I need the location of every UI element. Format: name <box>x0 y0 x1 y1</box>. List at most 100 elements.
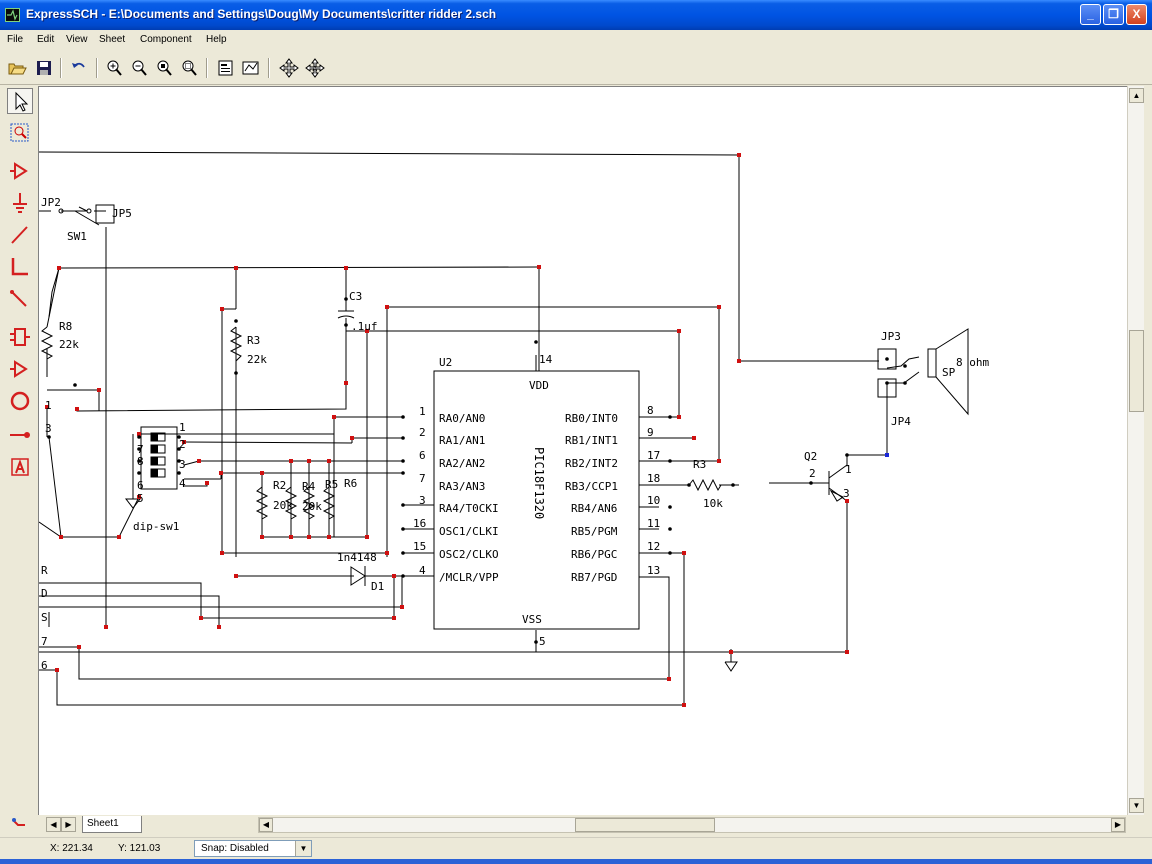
bus-entry-icon[interactable] <box>7 286 33 312</box>
vertical-scroll-thumb[interactable] <box>1129 330 1144 412</box>
u2-rpin-name: RB1/INT1 <box>565 434 618 447</box>
dip-pin: 8 <box>137 455 144 468</box>
menu-help[interactable]: Help <box>206 34 227 45</box>
text-icon[interactable] <box>7 454 33 480</box>
u2-lpin-num: 7 <box>419 472 426 485</box>
snap-select[interactable]: Snap: Disabled ▼ <box>194 840 312 857</box>
menu-edit[interactable]: Edit <box>37 34 55 45</box>
menu-sheet[interactable]: Sheet <box>99 34 126 45</box>
u2-vdd-pin: 14 <box>539 353 553 366</box>
u2-vss-pin: 5 <box>539 635 546 648</box>
vertical-scrollbar[interactable]: ▲ ▼ <box>1127 86 1144 815</box>
tab-prev-icon[interactable]: ◀ <box>46 817 61 832</box>
u2-part: PIC18F1320 <box>532 447 546 519</box>
zoom-fit-icon[interactable] <box>178 57 200 79</box>
pin-icon[interactable] <box>7 422 33 448</box>
u2-lpin-num: 16 <box>413 517 426 530</box>
scroll-right-icon[interactable]: ▶ <box>1111 818 1125 832</box>
u2-lpin-num: 4 <box>419 564 426 577</box>
r5-resistor[interactable] <box>302 486 316 520</box>
jp5-box[interactable] <box>95 204 115 224</box>
menu-file[interactable]: File <box>7 34 24 45</box>
bus-icon[interactable] <box>7 254 33 280</box>
center-icon[interactable]: A <box>304 57 326 79</box>
d1-diode[interactable] <box>350 566 394 586</box>
undo-icon[interactable] <box>68 57 90 79</box>
scroll-up-icon[interactable]: ▲ <box>1129 88 1144 103</box>
save-icon[interactable] <box>33 57 55 79</box>
circle-icon[interactable] <box>7 388 33 414</box>
chevron-down-icon[interactable]: ▼ <box>295 841 311 856</box>
taskbar <box>0 859 1152 864</box>
window-title: ExpressSCH - E:\Documents and Settings\D… <box>26 7 497 21</box>
tab-sheet1[interactable]: Sheet1 <box>82 816 142 833</box>
jp2-label: JP2 <box>41 196 61 209</box>
r4-label: R4 <box>302 480 316 493</box>
scroll-left-icon[interactable]: ◀ <box>259 818 273 832</box>
wire-icon[interactable] <box>7 222 33 248</box>
menu-view[interactable]: View <box>66 34 88 45</box>
zoom-select-icon[interactable] <box>7 120 33 146</box>
component-icon[interactable] <box>7 324 33 350</box>
dip-pin: 2 <box>179 438 186 451</box>
q2-collector: 1 <box>845 463 852 476</box>
sheet-nav-icon[interactable] <box>8 813 32 835</box>
c3-label: C3 <box>349 290 362 303</box>
u2-rpin-num: 17 <box>647 449 660 462</box>
r4-resistor[interactable] <box>284 486 298 520</box>
snap-label: Snap: Disabled <box>201 843 269 854</box>
ground-icon[interactable] <box>7 190 33 216</box>
select-arrow-icon[interactable] <box>7 88 33 114</box>
bom-icon[interactable] <box>240 57 262 79</box>
zoom-in-icon[interactable] <box>103 57 125 79</box>
minimize-button[interactable]: _ <box>1080 4 1101 25</box>
r2-label: R2 <box>273 479 286 492</box>
r3b-resistor[interactable] <box>688 478 722 492</box>
status-x-coord: X: 221.34 <box>50 843 93 854</box>
d1-part: 1n4148 <box>337 551 377 564</box>
jp4-box[interactable] <box>877 378 897 398</box>
tab-next-icon[interactable]: ▶ <box>61 817 76 832</box>
zoom-out-icon[interactable] <box>128 57 150 79</box>
close-button[interactable]: X <box>1126 4 1147 25</box>
u2-rpin-num: 11 <box>647 517 660 530</box>
open-icon[interactable] <box>6 57 28 79</box>
connector-6: 6 <box>41 659 48 672</box>
d1-label: D1 <box>371 580 384 593</box>
gate-icon[interactable] <box>7 356 33 382</box>
dip-pin: 4 <box>179 477 186 490</box>
r6-label: R6 <box>344 477 357 490</box>
buffer-icon[interactable] <box>7 158 33 184</box>
menu-component[interactable]: Component <box>140 34 192 45</box>
r3-resistor[interactable] <box>229 326 243 362</box>
u2-rpin-num: 10 <box>647 494 660 507</box>
schematic-canvas[interactable]: U2 VDD VSS 14 5 PIC18F1320 1 2 6 7 3 16 … <box>38 86 1127 815</box>
app-icon <box>5 8 20 22</box>
connector-7: 7 <box>41 635 48 648</box>
properties-icon[interactable] <box>215 57 237 79</box>
dip-switch[interactable] <box>124 426 178 509</box>
side-pin-1: 1 <box>45 399 52 412</box>
r6-resistor[interactable] <box>322 486 336 520</box>
horizontal-scroll-thumb[interactable] <box>575 818 715 832</box>
u2-vdd: VDD <box>529 379 549 392</box>
horizontal-scrollbar[interactable]: ◀ ▶ <box>258 817 1126 833</box>
u2-lpin-name: /MCLR/VPP <box>439 571 499 584</box>
pan-icon[interactable] <box>278 57 300 79</box>
zoom-area-icon[interactable] <box>153 57 175 79</box>
dip-pin: 3 <box>179 458 186 471</box>
jp3-box[interactable] <box>877 348 897 370</box>
sp-label: SP <box>942 366 956 379</box>
maximize-button[interactable]: ❐ <box>1103 4 1124 25</box>
speaker[interactable] <box>927 328 969 416</box>
u2-lpin-name: RA4/T0CKI <box>439 502 499 515</box>
jp3-label: JP3 <box>881 330 901 343</box>
r8-resistor[interactable] <box>40 326 54 360</box>
scroll-down-icon[interactable]: ▼ <box>1129 798 1144 813</box>
r8-label: R8 <box>59 320 72 333</box>
connector-s: S <box>41 611 48 624</box>
r2-resistor[interactable] <box>255 486 269 520</box>
u2-lpin-name: OSC2/CLKO <box>439 548 499 561</box>
q2-base: 2 <box>809 467 816 480</box>
toolbar: A <box>0 52 1152 85</box>
